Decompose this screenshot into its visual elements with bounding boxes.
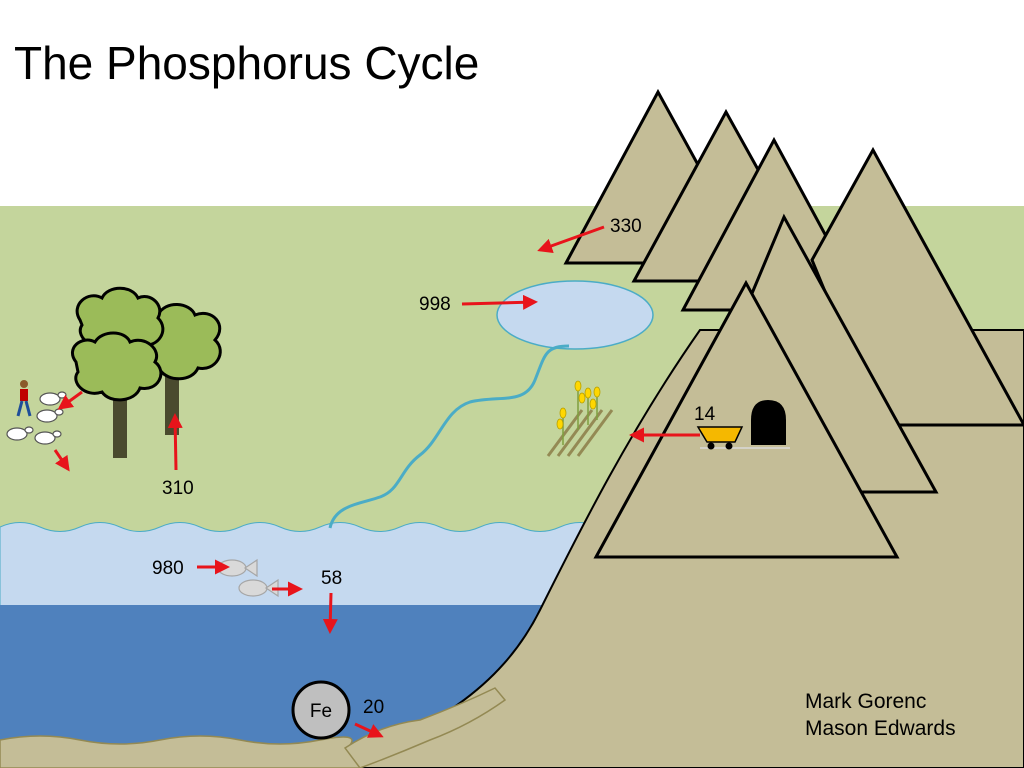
iron-deposit: Fe [291,680,351,740]
mountain-range [563,88,1024,559]
author-credits: Mark Gorenc Mason Edwards [805,688,956,742]
arrow-herd [57,390,83,410]
arrow-sinking [322,592,338,634]
person-icon [16,380,32,417]
mine-cart-icon [696,426,744,450]
sediment-rocks [0,687,507,768]
river [328,344,570,529]
label-sinking: 58 [321,568,342,589]
tree-icon [71,286,222,458]
lake [496,280,654,350]
arrow-plants-uptake [167,413,183,471]
page-title: The Phosphorus Cycle [14,37,480,89]
arrow-mountain-runoff [537,225,605,253]
author-name: Mason Edwards [805,717,956,740]
mine-tunnel-icon [751,400,786,445]
label-mountain-runoff: 330 [610,216,642,237]
crop-icon [546,380,614,457]
surface-water [0,522,641,607]
label-sediment: 20 [363,697,384,718]
label-to-ocean-life: 980 [152,558,184,579]
arrow-sediment [354,722,384,738]
label-to-lake: 998 [419,294,451,315]
author-name: Mark Gorenc [805,690,927,713]
arrow-herd-down [53,449,70,472]
flux-arrows [53,225,700,738]
iron-label: Fe [310,701,332,722]
label-plants-uptake: 310 [162,478,194,499]
label-mining: 14 [694,404,716,425]
arrow-to-lake [461,294,538,310]
